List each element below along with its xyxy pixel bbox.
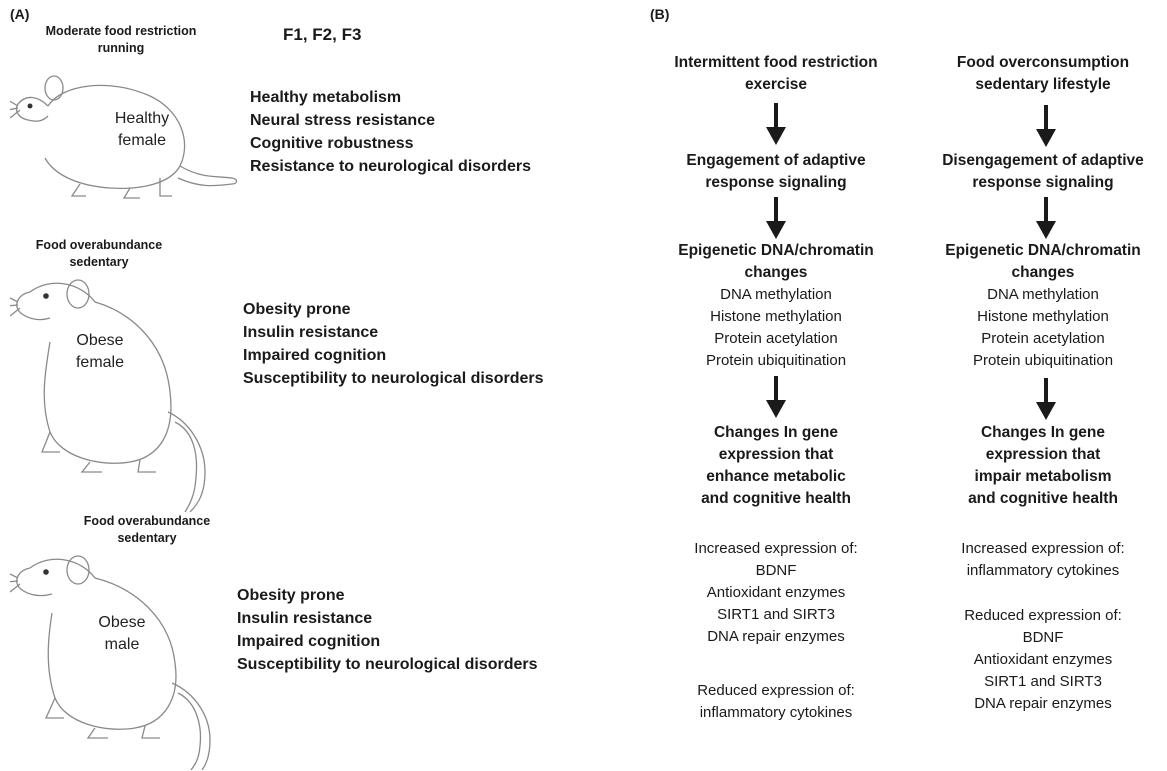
outcome-item: Insulin resistance: [243, 324, 379, 341]
condition-healthy-female: Moderate food restriction running: [6, 23, 236, 57]
rat-label-line: female: [75, 354, 125, 371]
rat-illustration-healthy-female: [10, 75, 238, 199]
epigenetic-item: Histone methylation: [710, 308, 842, 325]
signaling-line: response signaling: [972, 174, 1114, 191]
epigenetic-title-line: changes: [744, 264, 808, 281]
trigger-line: exercise: [744, 76, 808, 93]
left-trigger: Intermittent food restriction exercise: [651, 52, 901, 96]
outcome-item: Obesity prone: [237, 587, 345, 604]
gene-change-line: enhance metabolic: [706, 468, 846, 485]
gene-change-line: Changes In gene: [980, 424, 1106, 441]
gene-change-line: and cognitive health: [968, 490, 1118, 507]
rat-label-line: male: [104, 636, 140, 653]
gene-change-line: expression that: [985, 446, 1101, 463]
epigenetic-title-line: Epigenetic DNA/chromatin: [678, 242, 874, 259]
signaling-line: response signaling: [705, 174, 847, 191]
rat-illustration-obese-male: [10, 555, 211, 770]
right-signaling: Disengagement of adaptive response signa…: [918, 150, 1167, 194]
outcome-item: Obesity prone: [243, 301, 351, 318]
panel-a-label: (A): [10, 6, 30, 22]
outcome-item: Susceptibility to neurological disorders: [243, 370, 544, 387]
epigenetic-item: Protein ubiquitination: [972, 352, 1114, 369]
gene-change-line: impair metabolism: [974, 468, 1112, 485]
expression-item: inflammatory cytokines: [699, 704, 853, 721]
epigenetic-title-line: changes: [1011, 264, 1075, 281]
expression-title: Increased expression of:: [961, 540, 1125, 557]
expression-item: DNA repair enzymes: [707, 628, 845, 645]
outcome-item: Healthy metabolism: [250, 89, 402, 106]
rat-label-obese-female: Obese female: [50, 330, 150, 374]
down-arrow-icon: [1036, 378, 1056, 420]
epigenetic-item: DNA methylation: [720, 286, 832, 303]
epigenetic-item: Protein acetylation: [981, 330, 1105, 347]
signaling-line: Engagement of adaptive: [686, 152, 866, 169]
condition-obese-female: Food overabundance sedentary: [4, 237, 194, 271]
rat-label-line: Healthy: [114, 110, 170, 127]
outcome-item: Resistance to neurological disorders: [250, 158, 531, 175]
outcome-item: Susceptibility to neurological disorders: [237, 656, 538, 673]
left-gene-change: Changes In gene expression that enhance …: [651, 422, 901, 510]
down-arrow-icon: [766, 376, 786, 418]
condition-obese-male: Food overabundance sedentary: [52, 513, 242, 547]
outcome-item: Insulin resistance: [237, 610, 373, 627]
right-epigenetic: Epigenetic DNA/chromatin changes DNA met…: [918, 240, 1167, 372]
expression-item: DNA repair enzymes: [974, 695, 1112, 712]
outcome-item: Impaired cognition: [237, 633, 381, 650]
trigger-line: sedentary lifestyle: [975, 76, 1111, 93]
expression-item: BDNF: [1022, 629, 1064, 646]
rat-label-line: Obese: [98, 614, 146, 631]
right-gene-change: Changes In gene expression that impair m…: [918, 422, 1167, 510]
signaling-line: Disengagement of adaptive: [942, 152, 1144, 169]
gene-change-line: Changes In gene: [713, 424, 839, 441]
rat-label-obese-male: Obese male: [72, 612, 172, 656]
epigenetic-title-line: Epigenetic DNA/chromatin: [945, 242, 1141, 259]
down-arrow-icon: [1036, 197, 1056, 239]
outcome-item: Impaired cognition: [243, 347, 387, 364]
left-increased-expression: Increased expression of: BDNF Antioxidan…: [651, 538, 901, 648]
expression-item: Antioxidant enzymes: [706, 584, 846, 601]
panel-b-label: (B): [650, 6, 670, 22]
rat-label-healthy-female: Healthy female: [92, 108, 192, 152]
outcome-item: Neural stress resistance: [250, 112, 435, 129]
gene-change-line: and cognitive health: [701, 490, 851, 507]
down-arrow-icon: [766, 103, 786, 145]
expression-item: SIRT1 and SIRT3: [984, 673, 1102, 690]
left-signaling: Engagement of adaptive response signalin…: [651, 150, 901, 194]
condition-line: Food overabundance: [83, 514, 211, 528]
right-increased-expression: Increased expression of: inflammatory cy…: [918, 538, 1167, 582]
rat-illustration-obese-female: [10, 279, 206, 512]
expression-item: BDNF: [755, 562, 797, 579]
condition-line: Food overabundance: [35, 238, 163, 252]
outcome-item: Cognitive robustness: [250, 135, 414, 152]
right-reduced-expression: Reduced expression of: BDNF Antioxidant …: [918, 605, 1167, 715]
rat-label-line: Obese: [76, 332, 124, 349]
epigenetic-item: Histone methylation: [977, 308, 1109, 325]
down-arrow-icon: [1036, 105, 1056, 147]
expression-title: Increased expression of:: [694, 540, 858, 557]
left-epigenetic: Epigenetic DNA/chromatin changes DNA met…: [651, 240, 901, 372]
expression-item: Antioxidant enzymes: [973, 651, 1113, 668]
condition-line: sedentary: [69, 255, 129, 269]
expression-title: Reduced expression of:: [964, 607, 1122, 624]
gene-change-line: expression that: [718, 446, 834, 463]
left-reduced-expression: Reduced expression of: inflammatory cyto…: [651, 680, 901, 724]
epigenetic-item: Protein acetylation: [714, 330, 838, 347]
outcomes-obese-male: Obesity prone Insulin resistance Impaire…: [237, 584, 538, 676]
epigenetic-item: DNA methylation: [987, 286, 1099, 303]
expression-item: inflammatory cytokines: [966, 562, 1120, 579]
expression-title: Reduced expression of:: [697, 682, 855, 699]
rat-label-line: female: [117, 132, 167, 149]
right-trigger: Food overconsumption sedentary lifestyle: [918, 52, 1167, 96]
trigger-line: Intermittent food restriction: [674, 54, 878, 71]
outcomes-healthy-female: Healthy metabolism Neural stress resista…: [250, 86, 531, 178]
condition-line: sedentary: [117, 531, 177, 545]
condition-line: running: [97, 41, 145, 55]
condition-line: Moderate food restriction: [45, 24, 197, 38]
epigenetic-item: Protein ubiquitination: [705, 352, 847, 369]
down-arrow-icon: [766, 197, 786, 239]
outcomes-obese-female: Obesity prone Insulin resistance Impaire…: [243, 298, 544, 390]
expression-item: SIRT1 and SIRT3: [717, 606, 835, 623]
generations-label: F1, F2, F3: [283, 25, 362, 44]
trigger-line: Food overconsumption: [956, 54, 1130, 71]
